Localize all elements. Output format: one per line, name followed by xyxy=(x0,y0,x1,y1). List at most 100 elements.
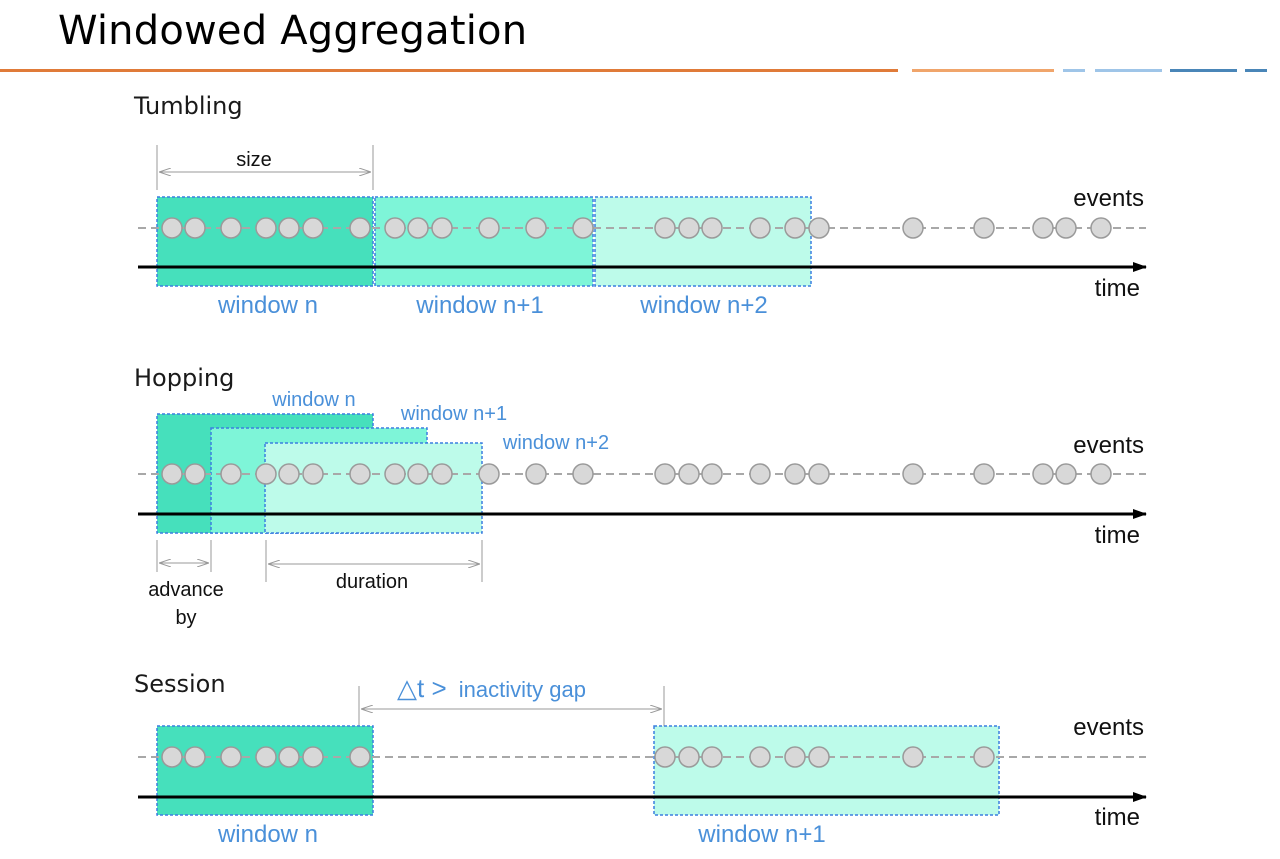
event-dot xyxy=(701,746,723,768)
session-window-n1 xyxy=(653,725,1000,816)
event-dot xyxy=(1055,463,1077,485)
event-dot xyxy=(349,746,371,768)
session-events-label: events xyxy=(1073,714,1144,741)
event-dot xyxy=(678,463,700,485)
event-dot xyxy=(654,217,676,239)
tumbling-events-label: events xyxy=(1073,185,1144,212)
event-dot xyxy=(184,217,206,239)
event-dot xyxy=(808,463,830,485)
event-dot xyxy=(572,217,594,239)
hopping-events-label: events xyxy=(1073,432,1144,459)
tumbling-events xyxy=(161,217,1112,239)
hopping-section: Hopping window n window n+1 window n+2 e… xyxy=(134,364,1147,629)
advance-label-line1: advance xyxy=(148,579,224,601)
event-dot xyxy=(349,463,371,485)
event-dot xyxy=(384,217,406,239)
duration-label: duration xyxy=(336,571,408,593)
event-dot xyxy=(161,217,183,239)
event-dot xyxy=(384,463,406,485)
session-window-n-label: window n xyxy=(217,821,318,848)
event-dot xyxy=(784,746,806,768)
hopping-window-n2-label: window n+2 xyxy=(502,432,609,454)
tumbling-window-n xyxy=(156,196,374,287)
event-dot xyxy=(678,746,700,768)
event-dot xyxy=(302,746,324,768)
tumbling-window-n1 xyxy=(374,196,594,287)
session-events xyxy=(161,746,995,768)
event-dot xyxy=(654,746,676,768)
tumbling-section: Tumbling size events time window n windo… xyxy=(133,92,1147,319)
header-rule xyxy=(0,69,1267,72)
event-dot xyxy=(220,746,242,768)
event-dot xyxy=(808,746,830,768)
event-dot xyxy=(572,463,594,485)
session-window-n xyxy=(156,725,374,816)
event-dot xyxy=(161,463,183,485)
tumbling-window-n1-label: window n+1 xyxy=(415,292,543,319)
event-dot xyxy=(784,217,806,239)
hopping-window-n1-label: window n+1 xyxy=(400,403,507,425)
event-dot xyxy=(302,217,324,239)
hopping-window-n-label: window n xyxy=(271,389,355,411)
hopping-window-n2 xyxy=(264,442,483,534)
gap-text: inactivity gap xyxy=(459,677,586,702)
event-dot xyxy=(525,463,547,485)
event-dot xyxy=(478,463,500,485)
event-dot xyxy=(431,463,453,485)
event-dot xyxy=(255,746,277,768)
event-dot xyxy=(784,463,806,485)
event-dot xyxy=(431,217,453,239)
event-dot xyxy=(749,217,771,239)
tumbling-window-n-label: window n xyxy=(217,292,318,319)
event-dot xyxy=(407,463,429,485)
event-dot xyxy=(902,463,924,485)
tumbling-time-label: time xyxy=(1095,275,1140,302)
event-dot xyxy=(973,746,995,768)
hopping-events xyxy=(161,463,1112,485)
gap-label: △t > inactivity gap xyxy=(397,673,586,703)
event-dot xyxy=(808,217,830,239)
event-dot xyxy=(161,746,183,768)
event-dot xyxy=(255,217,277,239)
tumbling-window-n2 xyxy=(594,196,812,287)
event-dot xyxy=(255,463,277,485)
event-dot xyxy=(349,217,371,239)
event-dot xyxy=(701,217,723,239)
event-dot xyxy=(749,463,771,485)
event-dot xyxy=(1032,217,1054,239)
advance-label-line2: by xyxy=(175,607,196,629)
event-dot xyxy=(278,746,300,768)
event-dot xyxy=(678,217,700,239)
hopping-time-label: time xyxy=(1095,522,1140,549)
page-title: Windowed Aggregation xyxy=(58,8,528,54)
size-label: size xyxy=(236,149,272,171)
gap-symbol: △t > xyxy=(397,673,447,703)
event-dot xyxy=(184,463,206,485)
event-dot xyxy=(278,463,300,485)
event-dot xyxy=(701,463,723,485)
event-dot xyxy=(973,463,995,485)
event-dot xyxy=(749,746,771,768)
session-window-n1-label: window n+1 xyxy=(697,821,825,848)
tumbling-window-n2-label: window n+2 xyxy=(639,292,767,319)
event-dot xyxy=(478,217,500,239)
hopping-title: Hopping xyxy=(134,364,234,392)
event-dot xyxy=(902,746,924,768)
event-dot xyxy=(1090,463,1112,485)
event-dot xyxy=(525,217,547,239)
event-dot xyxy=(220,217,242,239)
event-dot xyxy=(302,463,324,485)
event-dot xyxy=(902,217,924,239)
event-dot xyxy=(184,746,206,768)
event-dot xyxy=(1055,217,1077,239)
event-dot xyxy=(1090,217,1112,239)
event-dot xyxy=(220,463,242,485)
event-dot xyxy=(973,217,995,239)
session-title: Session xyxy=(134,670,226,698)
tumbling-title: Tumbling xyxy=(133,92,243,120)
event-dot xyxy=(1032,463,1054,485)
event-dot xyxy=(407,217,429,239)
event-dot xyxy=(278,217,300,239)
event-dot xyxy=(654,463,676,485)
